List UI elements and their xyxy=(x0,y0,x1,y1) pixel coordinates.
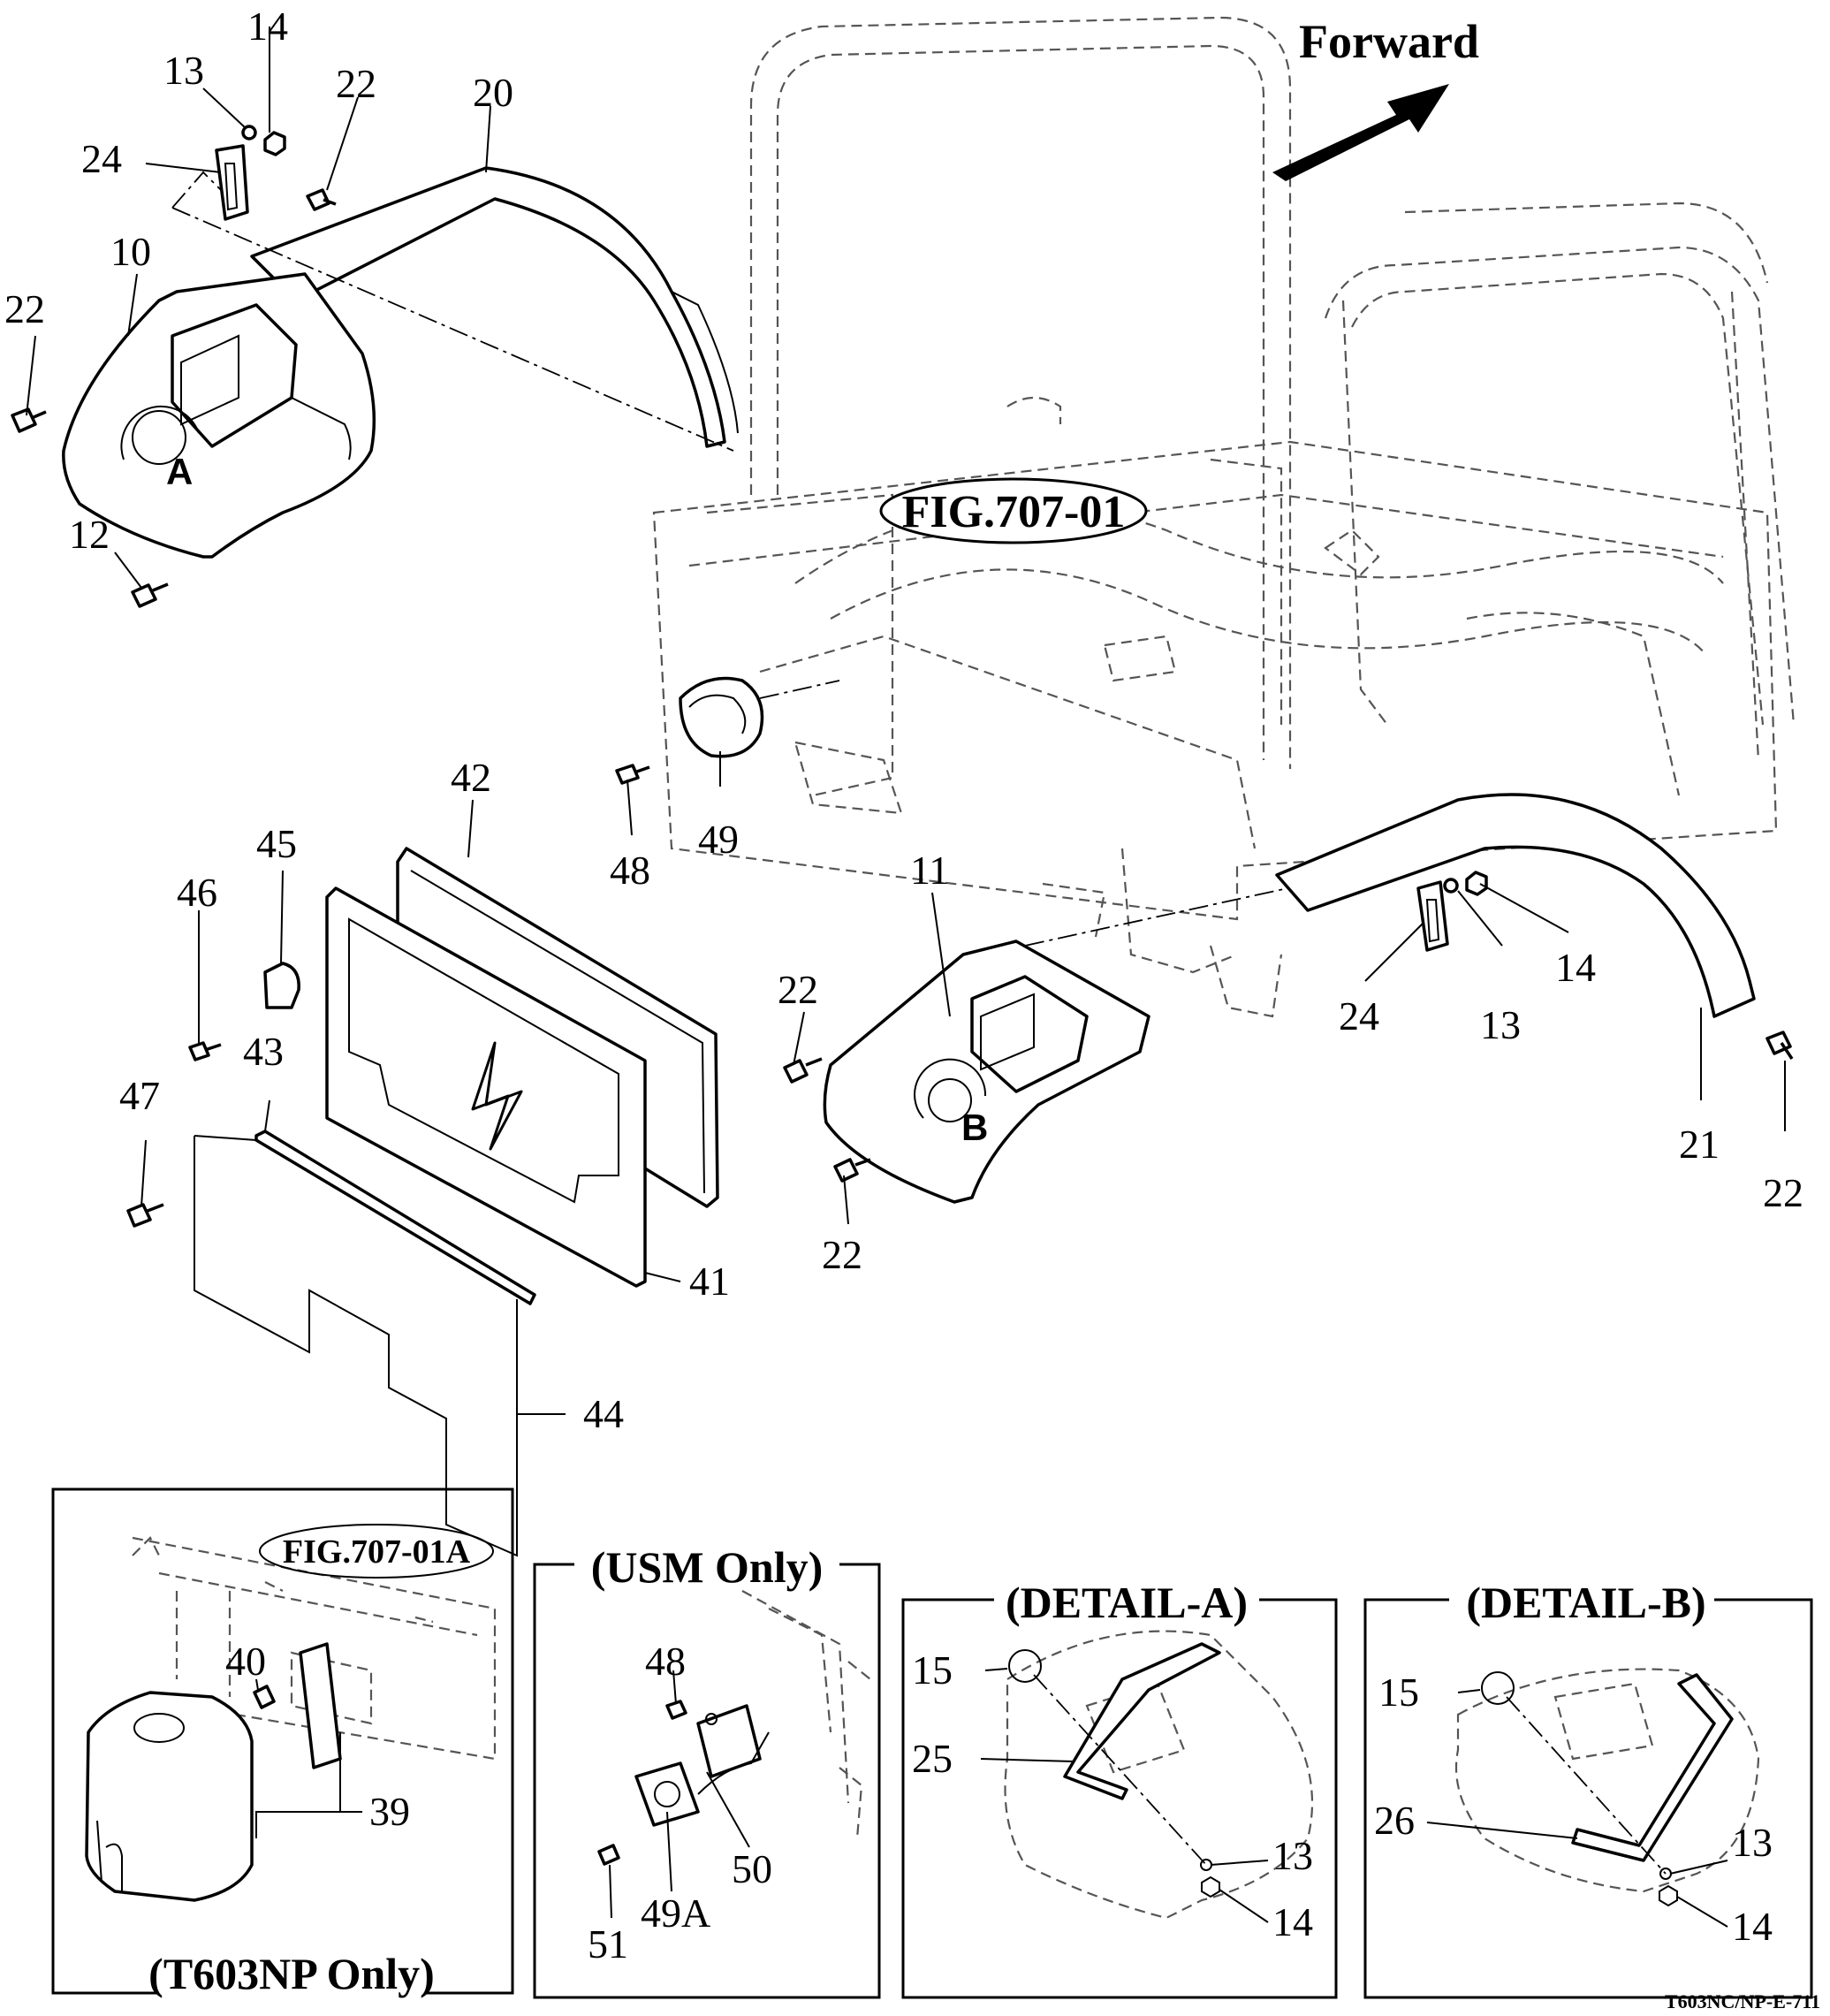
callout-45[interactable]: 45 xyxy=(256,821,297,866)
bolt-47 xyxy=(126,1203,164,1228)
callout-13b[interactable]: 13 xyxy=(1480,1002,1521,1047)
callout-22c[interactable]: 22 xyxy=(778,967,818,1012)
bolt-22d xyxy=(833,1158,871,1183)
screw-48 xyxy=(615,764,650,785)
inset-t603np-title: (T603NP Only) xyxy=(148,1949,435,1998)
inset-detail-a: (DETAIL-A) 15 25 13 14 xyxy=(901,1573,1338,1999)
drawing-code: T603NC/NP-E-711 xyxy=(1665,1990,1820,2012)
main-leaders xyxy=(26,27,1786,1415)
callout-11[interactable]: 11 xyxy=(910,848,949,893)
bracket-24a xyxy=(215,144,249,221)
callout-22b[interactable]: 22 xyxy=(4,286,45,331)
callout-49[interactable]: 49 xyxy=(698,817,739,862)
clip-45 xyxy=(263,962,300,1009)
callout-21[interactable]: 21 xyxy=(1679,1122,1720,1167)
washer-13b xyxy=(1443,878,1459,894)
fig-ref-main[interactable]: FIG.707-01 xyxy=(902,487,1126,537)
inset-detail-a-callout-25[interactable]: 25 xyxy=(912,1736,953,1781)
callout-22d[interactable]: 22 xyxy=(822,1232,862,1277)
callout-48[interactable]: 48 xyxy=(610,848,650,893)
inset-detail-b-callout-26[interactable]: 26 xyxy=(1374,1798,1415,1843)
callout-20[interactable]: 20 xyxy=(473,70,513,115)
bolt-22e xyxy=(1765,1031,1794,1060)
cover-right-11 xyxy=(823,940,1150,1204)
inset-detail-b-callout-14[interactable]: 14 xyxy=(1732,1904,1773,1949)
callout-46[interactable]: 46 xyxy=(177,870,217,915)
cover-left-10 xyxy=(62,272,376,559)
bracket-24b xyxy=(1416,880,1449,952)
bolt-22c xyxy=(783,1057,823,1084)
inset-t603np: (T603NP Only) FIG.707-01A 40 39 xyxy=(51,1487,514,2016)
inset-t603np-callout-40[interactable]: 40 xyxy=(225,1639,266,1684)
nut-14b xyxy=(1465,871,1488,896)
forward-arrow xyxy=(1272,84,1449,181)
bolt-22a xyxy=(306,188,337,211)
callout-47[interactable]: 47 xyxy=(119,1073,160,1118)
rops-frame-outline xyxy=(706,16,1796,797)
chassis-platform-outline xyxy=(652,397,1778,1018)
bolt-12 xyxy=(131,582,169,608)
callout-10[interactable]: 10 xyxy=(110,229,151,274)
detail-b-marker: B xyxy=(961,1107,988,1148)
screw-46 xyxy=(188,1041,222,1061)
callout-24b[interactable]: 24 xyxy=(1339,993,1379,1038)
inset-detail-b: (DETAIL-B) 15 26 13 14 xyxy=(1363,1573,1813,1999)
callout-43[interactable]: 43 xyxy=(243,1029,284,1074)
fender-right-21 xyxy=(1275,793,1756,1018)
callout-14b[interactable]: 14 xyxy=(1555,945,1596,990)
inset-usm-callout-50[interactable]: 50 xyxy=(732,1846,772,1891)
detail-a-marker: A xyxy=(166,451,193,492)
callout-14a[interactable]: 14 xyxy=(247,4,288,49)
callout-13a[interactable]: 13 xyxy=(163,48,204,93)
forward-label: Forward xyxy=(1299,15,1479,68)
inset-detail-a-callout-14[interactable]: 14 xyxy=(1272,1899,1313,1944)
inset-detail-b-title: (DETAIL-B) xyxy=(1466,1578,1705,1627)
inset-usm-title: (USM Only) xyxy=(591,1542,824,1592)
inset-t603np-callout-39[interactable]: 39 xyxy=(369,1789,410,1834)
callout-44[interactable]: 44 xyxy=(583,1391,624,1436)
callout-41[interactable]: 41 xyxy=(689,1259,730,1304)
panel-41 xyxy=(325,886,647,1288)
inset-detail-a-title: (DETAIL-A) xyxy=(1006,1578,1248,1627)
inset-usm-callout-48[interactable]: 48 xyxy=(645,1639,686,1684)
inset-detail-a-callout-15[interactable]: 15 xyxy=(912,1647,953,1693)
inset-usm-callout-51[interactable]: 51 xyxy=(588,1921,628,1967)
fig-ref-inset[interactable]: FIG.707-01A xyxy=(283,1533,471,1571)
callout-22e[interactable]: 22 xyxy=(1763,1170,1803,1215)
fig-ref-main-oval xyxy=(879,477,1148,544)
callout-42[interactable]: 42 xyxy=(451,755,491,800)
inset-usm: (USM Only) 48 50 49A 51 xyxy=(533,1538,881,1999)
bolt-22b xyxy=(11,407,47,433)
inset-usm-callout-49a[interactable]: 49A xyxy=(641,1890,710,1936)
callout-22a[interactable]: 22 xyxy=(336,61,376,106)
washer-13a xyxy=(241,125,257,141)
inset-detail-a-callout-13[interactable]: 13 xyxy=(1272,1833,1313,1878)
lamp-49 xyxy=(679,676,764,758)
inset-detail-b-callout-13[interactable]: 13 xyxy=(1732,1820,1773,1865)
callout-12[interactable]: 12 xyxy=(69,512,110,557)
callout-24a[interactable]: 24 xyxy=(81,136,122,181)
nut-14a xyxy=(263,131,286,156)
inset-detail-b-callout-15[interactable]: 15 xyxy=(1378,1670,1419,1715)
